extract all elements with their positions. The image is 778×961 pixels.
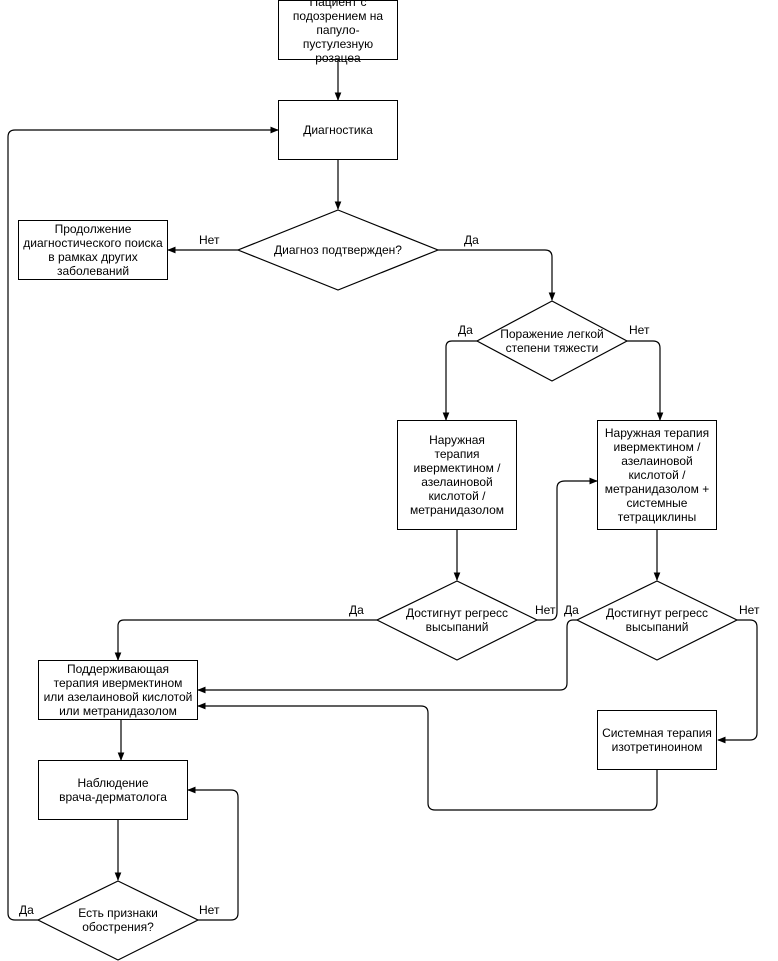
label-reg2-yes: Да xyxy=(564,603,579,617)
edge-iso-maintenance xyxy=(197,702,658,811)
label-reg1-yes: Да xyxy=(349,603,364,617)
node-isotretinoin: Системная терапия изотретиноином xyxy=(597,710,717,770)
node-start: Пациент с подозрением на папуло-пустулез… xyxy=(278,0,398,65)
decision-diagnosis-text: Диагноз подтвержден? xyxy=(274,243,402,257)
node-topical-systemic: Наружная терапия ивермектином / азелаино… xyxy=(597,420,717,530)
node-diagnostics: Диагностика xyxy=(278,100,398,160)
edge-exac-yes xyxy=(7,126,279,921)
decision-diamond-exacerbation xyxy=(36,880,200,961)
edge-reg1-yes xyxy=(114,619,377,661)
edge-diag-yes xyxy=(438,249,556,301)
label-exac-no: Нет xyxy=(199,903,220,917)
edge-exac-no xyxy=(187,786,239,921)
edge-reg2-yes xyxy=(197,619,577,694)
decision-diamond-diagnosis xyxy=(236,209,440,291)
label-reg2-no: Нет xyxy=(739,603,760,617)
label-exac-yes: Да xyxy=(19,903,34,917)
label-diag-yes: Да xyxy=(464,233,479,247)
label-reg1-no: Нет xyxy=(535,603,556,617)
label-diag-no: Нет xyxy=(199,233,220,247)
edge-reg2-no xyxy=(717,619,758,744)
node-maintenance: Поддерживающая терапия ивермектином или … xyxy=(38,660,198,720)
decision-diamond-regress-1 xyxy=(375,580,539,661)
node-topical: Наружная терапия ивермектином / азелаино… xyxy=(397,420,517,530)
label-mild-yes: Да xyxy=(458,323,473,337)
edge-mild-yes xyxy=(442,340,477,421)
node-observation: Наблюдение врача-дерматолога xyxy=(38,760,188,820)
decision-regress-1-text: Достигнут регресс высыпаний xyxy=(405,606,509,634)
decision-regress-2-text: Достигнут регресс высыпаний xyxy=(605,606,709,634)
edge-reg1-no xyxy=(537,477,598,621)
decision-mild-text: Поражение легкой степени тяжести xyxy=(500,327,604,355)
label-mild-no: Нет xyxy=(629,323,650,337)
decision-diamond-regress-2 xyxy=(575,580,739,661)
node-continue-search: Продолжение диагностического поиска в ра… xyxy=(18,220,168,280)
decision-diamond-mild xyxy=(475,300,629,382)
decision-exacerbation-text: Есть признаки обострения? xyxy=(78,906,158,934)
edge-mild-no xyxy=(627,340,664,421)
